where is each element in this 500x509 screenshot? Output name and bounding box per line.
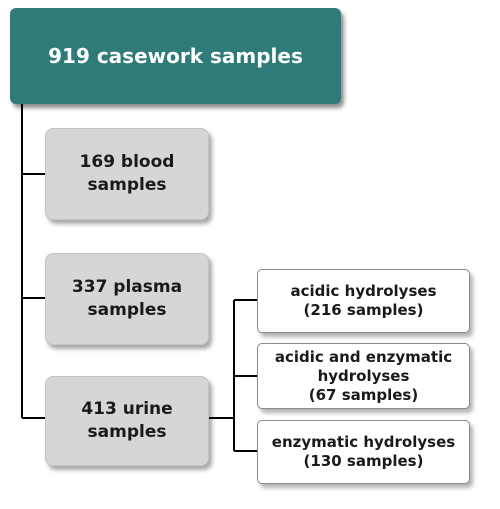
node-enzymatic-label: enzymatic hydrolyses (130 samples) [271,433,456,470]
node-blood-samples: 169 blood samples [45,128,209,220]
node-blood-label: 169 blood samples [79,152,175,195]
node-urine-samples: 413 urine samples [45,376,209,466]
root-node-casework: 919 casework samples [10,8,341,104]
root-node-label: 919 casework samples [48,44,303,68]
node-plasma-label: 337 plasma samples [71,277,183,320]
node-plasma-samples: 337 plasma samples [45,253,209,345]
node-acidic-enzymatic-label: acidic and enzymatic hydrolyses (67 samp… [274,347,453,404]
node-urine-label: 413 urine samples [81,399,173,442]
node-acidic-hydrolyses: acidic hydrolyses (216 samples) [257,269,470,333]
node-acidic-label: acidic hydrolyses (216 samples) [290,282,437,319]
node-acidic-enzymatic-hydrolyses: acidic and enzymatic hydrolyses (67 samp… [257,343,470,409]
node-enzymatic-hydrolyses: enzymatic hydrolyses (130 samples) [257,420,470,484]
